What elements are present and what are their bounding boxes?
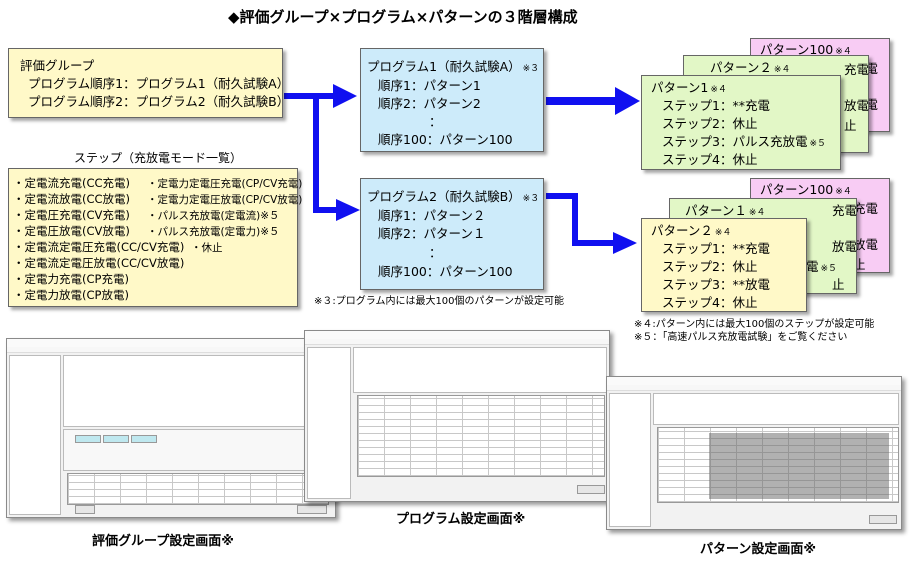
eval-group-screenshot (6, 338, 336, 518)
bottom-pattern-front-line-3: ステップ3：**放電 (662, 277, 770, 292)
step-mode-2: ・定電流放電(CC放電) (13, 192, 131, 206)
bottom-pattern-mid-line-3-note: ※５ (820, 264, 838, 274)
top-pattern-front-box: パターン1※４ ステップ1：**充電 ステップ2：休止 ステップ3：パルス充放電… (641, 75, 841, 170)
pattern-screenshot (606, 376, 902, 530)
steps-heading: ステップ（充放電モード一覧） (74, 151, 243, 165)
note-5: ※５：「高速パルス充放電試験」をご覧ください (634, 332, 848, 343)
program2-note: ※３ (522, 194, 540, 204)
top-pattern-mid-note: ※４ (773, 65, 791, 75)
top-pattern-mid-line-3: 止 (844, 118, 857, 133)
step-mode-6: ・定電流定電圧放電(CC/CV放電) (13, 256, 185, 270)
top-pattern-front-title: パターン1 (651, 80, 709, 95)
arrow-head-patterns2 (613, 232, 637, 254)
step-mode-3: ・定電圧充電(CV充電) (13, 208, 130, 222)
arrow-head-program2 (336, 199, 360, 221)
top-pattern-front-note: ※４ (710, 85, 727, 95)
step-mode-5: ・定電流定電圧充電(CC/CV充電) (13, 240, 185, 254)
program-screenshot (304, 330, 610, 502)
eval-group-line-1: プログラム順序1：プログラム1（耐久試験A） (28, 76, 290, 91)
step-mode-11: ・パルス充放電(定電流)※５ (147, 210, 280, 222)
program2-line-1: 順序1：パターン２ (378, 208, 486, 223)
arrow-program1-to-patterns (546, 87, 640, 115)
top-pattern-mid-title: パターン２ (710, 60, 772, 75)
top-pattern-front-line-1: ステップ1：**充電 (662, 98, 770, 113)
bottom-pattern-mid-line-2: 放電 (832, 239, 858, 254)
bottom-pattern-front-line-4: ステップ4：休止 (662, 295, 758, 310)
diagram-title: ◆評価グループ×プログラム×パターンの３階層構成 (228, 8, 578, 26)
top-pattern-mid-line-2: 放電 (844, 98, 870, 113)
arrow-group-to-program2 (310, 93, 338, 213)
step-mode-12: ・パルス充放電(定電力)※５ (147, 226, 280, 238)
arrow-program2-to-patterns (546, 193, 615, 246)
top-pattern-back-note: ※４ (835, 47, 852, 57)
top-pattern-front-line-4: ステップ4：休止 (662, 152, 758, 167)
top-pattern-front-line-3: ステップ3：パルス充放電 (662, 134, 808, 149)
arrow-group-to-program1 (284, 84, 357, 108)
top-pattern-front-line-2: ステップ2：休止 (662, 116, 758, 131)
top-pattern-back-title: パターン100 (760, 42, 834, 57)
top-pattern-mid-line-1: 充電 (844, 62, 870, 77)
program2-line-2: 順序2：パターン１ (378, 226, 486, 241)
eval-group-screen-caption: 評価グループ設定画面※ (92, 534, 234, 549)
note-3: ※３:プログラム内には最大100個のパターンが設定可能 (314, 296, 565, 307)
steps-box: ・定電流充電(CC充電) ・定電流放電(CC放電) ・定電圧充電(CV充電) ・… (8, 168, 302, 307)
bottom-pattern-front-title: パターン２ (651, 223, 713, 238)
pattern-screen-caption: パターン設定画面※ (700, 542, 816, 557)
program1-line-3: ： (429, 114, 442, 129)
program2-box: プログラム2（耐久試験B）※３ 順序1：パターン２ 順序2：パターン１ ： 順序… (360, 178, 544, 290)
program2-title: プログラム2（耐久試験B） (367, 189, 521, 204)
bottom-pattern-front-line-2: ステップ2：休止 (662, 259, 758, 274)
program1-line-4: 順序100：パターン100 (378, 132, 513, 147)
bottom-pattern-front-note: ※４ (714, 228, 732, 238)
eval-group-line-2: プログラム順序2：プログラム2（耐久試験B） (28, 94, 290, 109)
step-mode-4: ・定電圧放電(CV放電) (13, 224, 130, 238)
bottom-pattern-back-title: パターン100 (760, 182, 834, 197)
step-mode-1: ・定電流充電(CC充電) (13, 176, 131, 190)
program1-box: プログラム1（耐久試験A）※３ 順序1：パターン1 順序2：パターン2 ： 順序… (360, 48, 544, 152)
bottom-pattern-front-line-1: ステップ1：**充電 (662, 241, 770, 256)
step-mode-8: ・定電力放電(CP放電) (13, 288, 129, 302)
bottom-pattern-mid-line-3: 電 (806, 259, 819, 274)
note-4: ※４:パターン内には最大100個のステップが設定可能 (634, 319, 875, 330)
bottom-pattern-back-note: ※４ (835, 187, 852, 197)
step-mode-rest: ・休止 (191, 242, 223, 254)
bottom-pattern-back-line-2: 放電 (853, 237, 879, 252)
program1-line-1: 順序1：パターン1 (378, 78, 481, 93)
bottom-pattern-mid-line-1: 充電 (832, 203, 858, 218)
bottom-pattern-mid-line-4: 止 (832, 277, 845, 292)
bottom-pattern-mid-title: パターン１ (685, 203, 747, 218)
program-screen-caption: プログラム設定画面※ (396, 512, 526, 527)
program1-title: プログラム1（耐久試験A） (367, 59, 521, 74)
program1-line-2: 順序2：パターン2 (378, 96, 481, 111)
program2-line-4: 順序100：パターン100 (378, 264, 513, 279)
bottom-pattern-back-line-1: 充電 (853, 201, 879, 216)
step-mode-7: ・定電力充電(CP充電) (13, 272, 129, 286)
top-pattern-front-line-3-note: ※５ (809, 139, 827, 149)
bottom-pattern-front-box: パターン２※４ ステップ1：**充電 ステップ2：休止 ステップ3：**放電 ス… (641, 218, 807, 312)
eval-group-box: 評価グループ プログラム順序1：プログラム1（耐久試験A） プログラム順序2：プ… (8, 48, 289, 118)
eval-group-title: 評価グループ (20, 58, 95, 73)
step-mode-9: ・定電力定電圧充電(CP/CV充電) (147, 178, 303, 190)
bottom-pattern-mid-note: ※４ (748, 208, 766, 218)
program1-note: ※３ (522, 64, 540, 74)
program2-line-3: ： (429, 245, 442, 260)
step-mode-10: ・定電力定電圧放電(CP/CV放電) (147, 194, 303, 206)
